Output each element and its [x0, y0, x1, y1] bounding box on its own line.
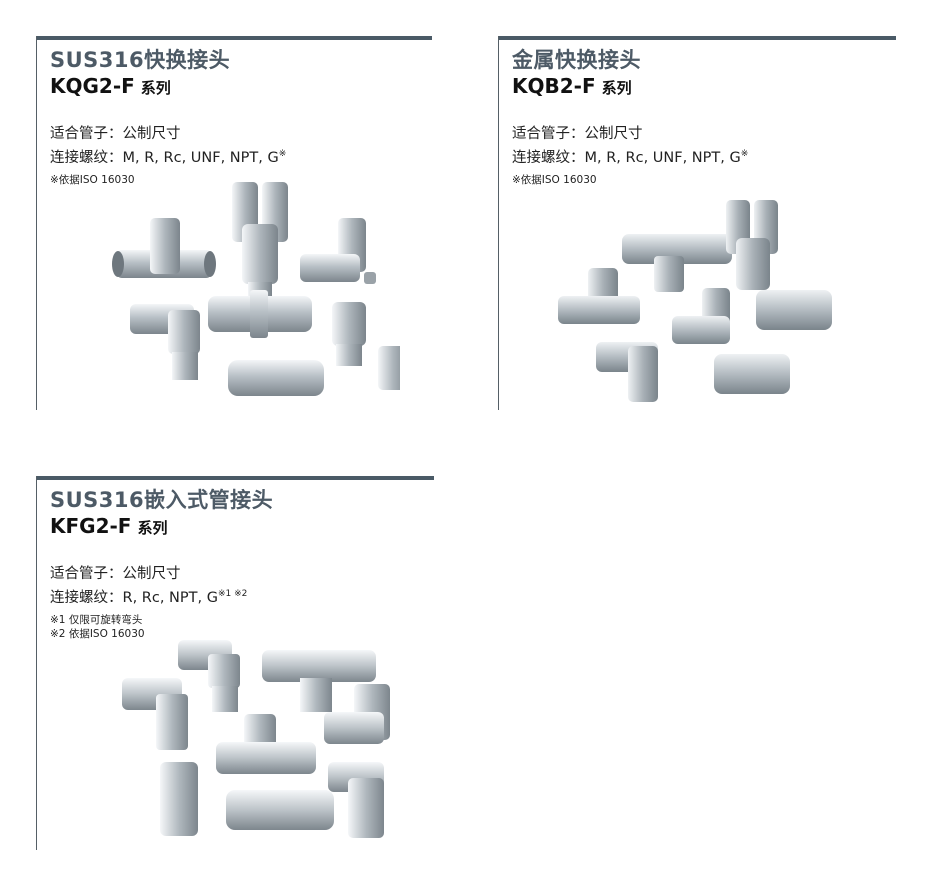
section-top-bar: [36, 36, 432, 40]
series-label: 系列: [601, 79, 632, 97]
section-kqb2: 金属快换接头 KQB2-F 系列 适合管子：公制尺寸 连接螺纹：M, R, Rc,…: [498, 36, 896, 410]
thread-footnote-mark: ※: [278, 149, 287, 160]
thread-footnote-mark: ※: [740, 149, 749, 160]
section-kfg2: SUS316嵌入式管接头 KFG2-F 系列 适合管子：公制尺寸 连接螺纹：R, …: [36, 476, 434, 850]
thread-text: 连接螺纹：M, R, Rc, UNF, NPT, G※: [50, 146, 286, 167]
series-heading: KQG2-F 系列: [50, 74, 171, 98]
series-label: 系列: [140, 79, 171, 97]
thread-footnote-mark: ※1 ※2: [217, 589, 248, 600]
section-left-rule: [498, 36, 499, 410]
thread-text: 连接螺纹：M, R, Rc, UNF, NPT, G※: [512, 146, 748, 167]
footnote-1: ※1 仅限可旋转弯头: [50, 614, 143, 626]
section-top-bar: [36, 476, 434, 480]
section-left-rule: [36, 36, 37, 410]
thread-values: 连接螺纹：M, R, Rc, UNF, NPT, G: [512, 150, 741, 166]
series-heading: KFG2-F 系列: [50, 514, 167, 538]
model-code: KFG2-F: [50, 514, 132, 538]
model-code: KQB2-F: [512, 74, 596, 98]
section-title: 金属快换接头: [512, 48, 641, 72]
footnote-1: ※依据ISO 16030: [512, 174, 597, 186]
section-kqg2: SUS316快换接头 KQG2-F 系列 适合管子：公制尺寸 连接螺纹：M, R,…: [36, 36, 432, 410]
tube-size-text: 适合管子：公制尺寸: [50, 566, 181, 582]
section-left-rule: [36, 476, 37, 850]
thread-values: 连接螺纹：M, R, Rc, UNF, NPT, G: [50, 150, 279, 166]
section-title: SUS316嵌入式管接头: [50, 488, 274, 512]
tube-size-text: 适合管子：公制尺寸: [512, 126, 643, 142]
series-label: 系列: [137, 519, 168, 537]
section-title: SUS316快换接头: [50, 48, 231, 72]
footnote-1: ※依据ISO 16030: [50, 174, 135, 186]
kqb2-fittings-photo: [558, 200, 832, 402]
thread-values: 连接螺纹：R, Rc, NPT, G: [50, 590, 218, 606]
footnote-2: ※2 依据ISO 16030: [50, 628, 145, 640]
section-top-bar: [498, 36, 896, 40]
kfg2-fittings-photo: [122, 640, 390, 838]
tube-size-text: 适合管子：公制尺寸: [50, 126, 181, 142]
series-heading: KQB2-F 系列: [512, 74, 632, 98]
kqg2-fittings-photo: [112, 182, 400, 396]
model-code: KQG2-F: [50, 74, 135, 98]
thread-text: 连接螺纹：R, Rc, NPT, G※1 ※2: [50, 586, 247, 607]
